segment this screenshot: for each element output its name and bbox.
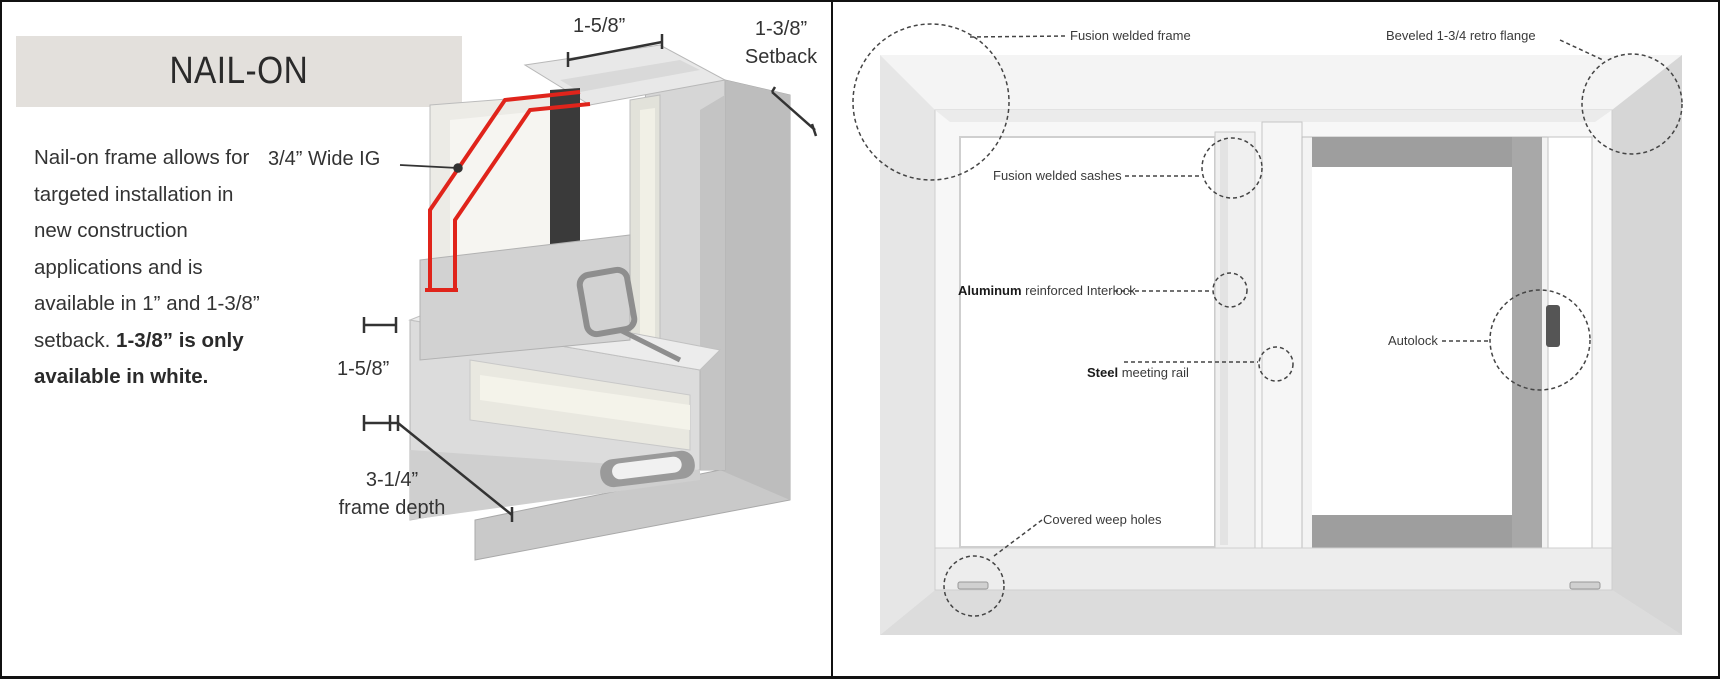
frame-depth-label: 3-1/4” frame depth xyxy=(322,466,462,522)
rail-rest: meeting rail xyxy=(1118,365,1189,380)
callout-fusion-sashes: Fusion welded sashes xyxy=(993,168,1122,183)
callout-meeting-rail: Steel meeting rail xyxy=(1087,365,1189,380)
frame-cross-section-illustration xyxy=(408,44,791,561)
top-dimension-label: 1-5/8” xyxy=(573,15,626,37)
interlock-rest: reinforced Interlock xyxy=(1021,283,1136,298)
setback-dimension: 1-3/8” xyxy=(754,18,808,40)
callout-markers xyxy=(852,23,1683,617)
callout-retro-flange: Beveled 1-3/4 retro flange xyxy=(1386,28,1536,43)
setback-label: 1-3/8” Setback xyxy=(740,15,822,71)
side-dimension-label: 1-5/8” xyxy=(337,358,390,380)
page-title: NAIL-ON xyxy=(169,50,309,92)
callout-interlock: Aluminum reinforced Interlock xyxy=(958,283,1136,298)
ig-label: 3/4” Wide IG xyxy=(268,148,381,170)
callout-autolock: Autolock xyxy=(1388,333,1438,348)
callout-weep-holes: Covered weep holes xyxy=(1043,512,1162,527)
depth-word: frame depth xyxy=(338,497,446,519)
description-text: Nail-on frame allows for targeted instal… xyxy=(34,146,260,352)
description: Nail-on frame allows for targeted instal… xyxy=(34,140,274,396)
depth-dimension: 3-1/4” xyxy=(365,469,419,491)
slider-window-illustration xyxy=(880,55,1682,635)
bottom-bar xyxy=(0,676,1720,679)
description-emphasis: 1-3/8” is only available in white. xyxy=(34,328,244,389)
callout-fusion-frame: Fusion welded frame xyxy=(1070,28,1191,43)
setback-word: Setback xyxy=(744,46,818,68)
interlock-bold: Aluminum xyxy=(958,283,1022,298)
title-banner: NAIL-ON xyxy=(16,36,462,107)
dimension-marks xyxy=(362,34,818,522)
rail-bold: Steel xyxy=(1087,365,1119,380)
panel-divider xyxy=(831,0,833,679)
